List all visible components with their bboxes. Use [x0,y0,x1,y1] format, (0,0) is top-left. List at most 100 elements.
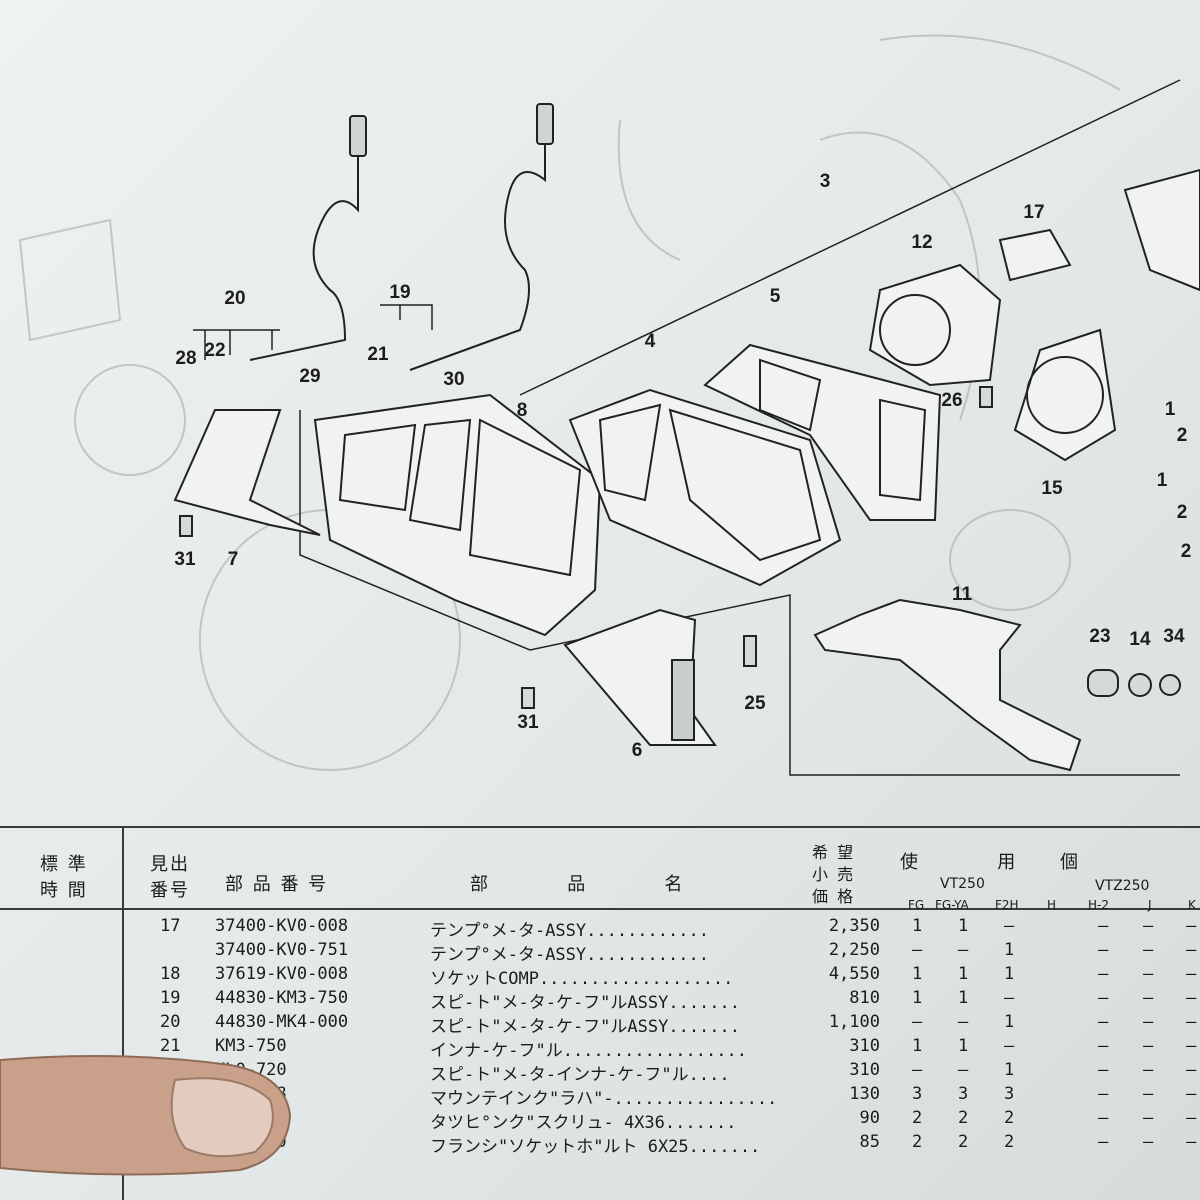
callout-26: 26 [941,390,962,411]
cell-price: 85 [859,1132,880,1152]
header-part-name: 部 品 名 [470,874,685,895]
subcol-fg: FG [908,898,925,912]
cell-h2: – [1098,1060,1109,1080]
cell-fgya: – [958,1012,969,1032]
cell-fg: 2 [912,1132,923,1152]
header-model-vt250: VT250 [940,876,985,892]
cell-h2: – [1098,1084,1109,1104]
header-divider [0,908,1200,910]
cell-ref: 19 [160,988,181,1008]
cell-fgya: – [958,1060,969,1080]
header-qty: 個 [1060,852,1080,873]
main-line-drawing [173,79,1200,776]
cell-part: 44830-MK4-000 [215,1012,349,1032]
cell-part: 37619-KV0-008 [215,964,349,984]
column-divider [122,828,124,1200]
cell-name: タツヒ°ンク"スクリュ- 4X36....... [430,1113,737,1133]
cell-h2: – [1098,1012,1109,1032]
section-divider [0,826,1200,828]
cell-f2h: 1 [1004,1012,1015,1032]
cell-fgya: 1 [958,964,969,984]
callout-20: 20 [224,288,245,309]
subcol-h: H [1047,898,1057,912]
callout-31: 31 [174,549,196,570]
cell-part: 37400-KV0-751 [215,940,349,960]
cell-fgya: 3 [958,1084,969,1104]
cell-h2: – [1098,1132,1109,1152]
parts-table: 標 準 時 間 見出 番号 部 品 番 号 部 品 名 希 望 小 売 価 格 … [0,828,1200,1200]
cell-price: 810 [849,988,880,1008]
callout-22: 22 [204,340,225,361]
cell-part: 37400-KV0-008 [215,916,349,936]
callout-4: 4 [645,331,656,352]
cell-name: スピ-ト"メ-タ-ケ-フ"ルASSY....... [430,1017,740,1037]
callout-14: 14 [1129,629,1151,650]
callout-34: 34 [1163,626,1185,647]
callout-6: 6 [632,740,643,761]
callout-30: 30 [443,369,464,390]
cell-fgya: 1 [958,1036,969,1056]
cell-j: – [1143,1084,1154,1104]
callout-3: 3 [820,171,831,192]
callout-2b: 2 [1177,502,1188,523]
cell-k: – [1186,1108,1197,1128]
cell-f2h: 1 [1004,1060,1015,1080]
cell-j: – [1143,940,1154,960]
cell-ref: 20 [160,1012,181,1032]
callout-19: 19 [389,282,410,303]
cell-k: – [1186,1060,1197,1080]
header-part-no: 部 品 番 号 [225,874,329,895]
cell-j: – [1143,964,1154,984]
cell-k: – [1186,916,1197,936]
callout-29: 29 [299,366,320,387]
cell-f2h: – [1004,988,1015,1008]
cell-name: テンプ°メ-タ-ASSY............ [430,945,709,965]
callout-28: 28 [175,348,196,369]
subcol-h-2: H-2 [1088,898,1109,912]
cell-price: 2,350 [828,916,880,936]
subcol-fg-ya: FG-YA [935,898,969,912]
cell-name: スピ-ト"メ-タ-インナ-ケ-フ"ル.... [430,1065,730,1085]
cell-h2: – [1098,964,1109,984]
subcol-f2h: F2H [995,898,1019,912]
cell-j: – [1143,1060,1154,1080]
cell-fgya: 1 [958,916,969,936]
callout-7: 7 [228,549,239,570]
header-std-time: 標 準 時 間 [40,854,88,901]
cell-fgya: 2 [958,1132,969,1152]
cell-name: ソケットCOMP................... [430,969,734,989]
cell-fg: 2 [912,1108,923,1128]
cell-j: – [1143,988,1154,1008]
cell-f2h: – [1004,1036,1015,1056]
cell-fg: 1 [912,964,923,984]
cell-fgya: 1 [958,988,969,1008]
cell-name: インナ-ケ-フ"ル.................. [430,1041,747,1061]
cell-ref: 21 [160,1036,181,1056]
cell-fg: 1 [912,988,923,1008]
cell-name: フランシ"ソケットホ"ルト 6X25....... [430,1137,761,1157]
exploded-parts-diagram: 3 17 12 5 4 8 20 19 22 28 29 21 30 26 15… [18,34,1200,776]
cell-k: – [1186,1036,1197,1056]
header-ref-no: 見出 番号 [150,854,190,901]
cell-j: – [1143,916,1154,936]
cell-price: 310 [849,1060,880,1080]
cell-k: – [1186,988,1197,1008]
callout-21: 21 [367,344,389,365]
cell-fg: 1 [912,916,923,936]
cell-price: 2,250 [828,940,880,960]
callout-12: 12 [911,232,932,253]
cell-fgya: 2 [958,1108,969,1128]
cell-price: 90 [859,1108,880,1128]
callout-25: 25 [744,693,766,714]
header-model-vtz250: VTZ250 [1095,878,1150,894]
cell-fgya: – [958,940,969,960]
cell-j: – [1143,1036,1154,1056]
callout-17: 17 [1023,202,1044,223]
cell-k: – [1186,964,1197,984]
cell-h2: – [1098,1036,1109,1056]
callout-1a: 1 [1165,399,1176,420]
cell-f2h: 2 [1004,1132,1015,1152]
cell-fg: 1 [912,1036,923,1056]
cell-h2: – [1098,988,1109,1008]
